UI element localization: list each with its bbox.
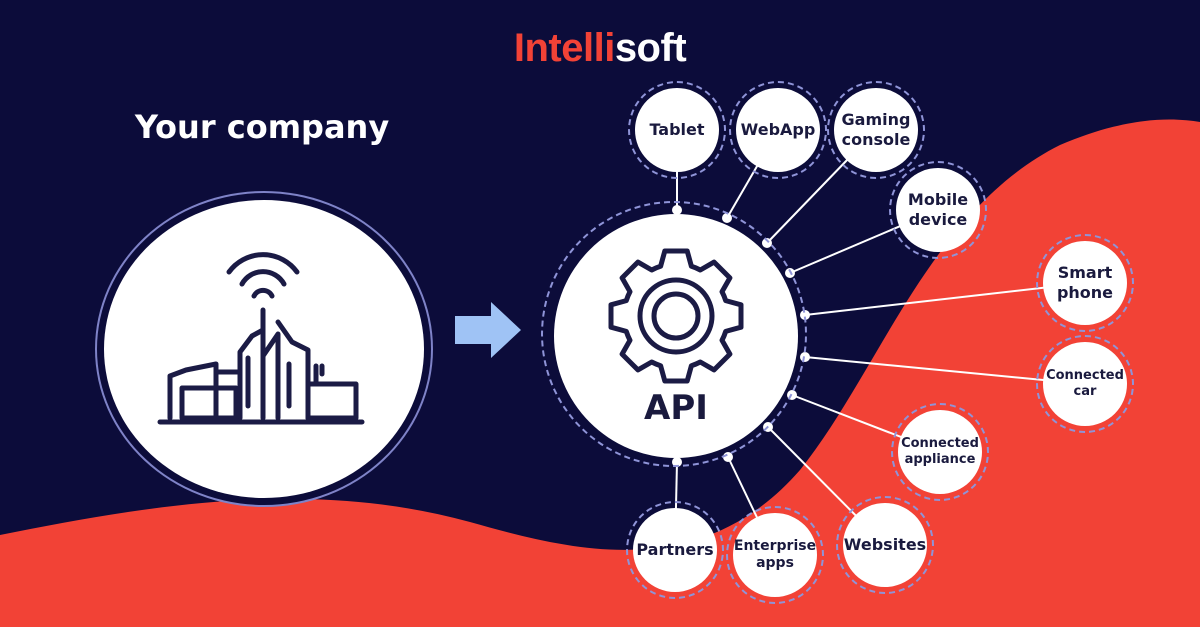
node-ring xyxy=(827,81,925,179)
node-partners: Partners xyxy=(626,501,724,599)
node-ring xyxy=(891,403,989,501)
node-ring xyxy=(729,81,827,179)
node-disc: Gaming console xyxy=(834,88,918,172)
node-ring xyxy=(626,501,724,599)
brand-logo-part1: Intelli xyxy=(513,26,615,70)
api-ring xyxy=(541,201,807,467)
node-ring xyxy=(836,496,934,594)
node-disc: Smart phone xyxy=(1043,241,1127,325)
gear-icon xyxy=(608,248,744,384)
node-disc: Websites xyxy=(843,503,927,587)
api-label: API xyxy=(644,388,708,428)
node-enterprise-apps: Enterprise apps xyxy=(726,506,824,604)
arrow-right-icon xyxy=(455,302,521,358)
city-buildings-wifi-icon xyxy=(157,252,365,425)
brand-logo-part2: soft xyxy=(614,26,687,70)
node-disc: WebApp xyxy=(736,88,820,172)
node-label-mobile-device: Mobile device xyxy=(907,190,969,229)
node-label-webapp: WebApp xyxy=(740,120,816,139)
node-connected-appliance: Connected appliance xyxy=(891,403,989,501)
node-websites: Websites xyxy=(836,496,934,594)
node-connected-car: Connected car xyxy=(1036,335,1134,433)
brand-logo: Intellisoft xyxy=(0,26,1200,70)
node-mobile-device: Mobile device xyxy=(889,161,987,259)
node-ring xyxy=(726,506,824,604)
node-label-enterprise-apps: Enterprise apps xyxy=(733,537,817,572)
node-label-gaming-console: Gaming console xyxy=(841,110,911,149)
node-gaming-console: Gaming console xyxy=(827,81,925,179)
node-disc: Mobile device xyxy=(896,168,980,252)
node-disc: Connected appliance xyxy=(898,410,982,494)
node-label-tablet: Tablet xyxy=(649,120,705,139)
node-ring xyxy=(889,161,987,259)
node-ring xyxy=(1036,234,1134,332)
node-webapp: WebApp xyxy=(729,81,827,179)
node-smart-phone: Smart phone xyxy=(1036,234,1134,332)
node-ring xyxy=(628,81,726,179)
node-label-websites: Websites xyxy=(843,535,927,554)
node-disc: Partners xyxy=(633,508,717,592)
node-ring xyxy=(1036,335,1134,433)
node-disc: Tablet xyxy=(635,88,719,172)
node-label-connected-car: Connected car xyxy=(1046,367,1124,399)
node-tablet: Tablet xyxy=(628,81,726,179)
node-disc: Enterprise apps xyxy=(733,513,817,597)
node-label-partners: Partners xyxy=(636,540,714,559)
node-label-connected-appliance: Connected appliance xyxy=(901,435,979,467)
node-label-smart-phone: Smart phone xyxy=(1056,263,1114,302)
company-title: Your company xyxy=(134,108,390,146)
node-disc: Connected car xyxy=(1043,342,1127,426)
